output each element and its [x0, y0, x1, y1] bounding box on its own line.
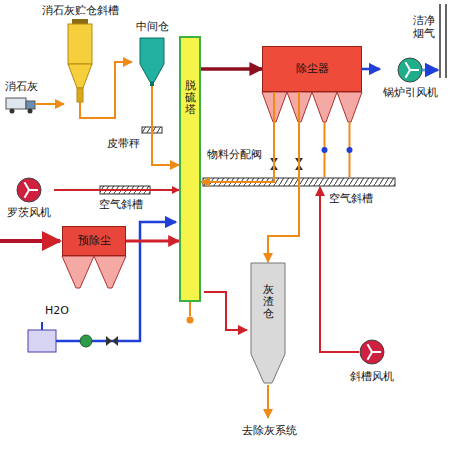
flow-connector — [126, 240, 179, 243]
tower-drain — [187, 317, 194, 324]
node-text: 锅炉引风机 — [383, 86, 438, 100]
air-line — [320, 187, 359, 352]
tower-drain — [189, 302, 191, 316]
water-pump — [80, 335, 92, 347]
pre-dust-hoppers — [62, 256, 126, 288]
flow-connector — [201, 67, 262, 71]
flow-connector — [201, 92, 274, 182]
ash-silo-shape — [250, 262, 286, 384]
flow-connector — [268, 92, 299, 262]
equipment-label: 皮带秤 — [106, 137, 141, 150]
node-text: 脱硫塔 — [185, 80, 196, 116]
air-line — [204, 292, 247, 330]
flow-label: 洁净烟气 — [412, 14, 437, 40]
node-text: 预除尘 — [78, 234, 111, 248]
lime-silo-shape — [36, 4, 124, 102]
material-label: 消石灰 — [4, 80, 39, 93]
lime-truck — [6, 98, 35, 114]
chimney-wall — [439, 4, 441, 78]
equipment-label: 物料分配阀 — [206, 148, 263, 161]
water-line — [41, 322, 43, 330]
equipment-label: 空气斜槽 — [98, 198, 144, 211]
slide-fan: 斜槽风机 — [345, 338, 399, 384]
ash-discharge — [267, 385, 269, 418]
valve-symbol — [347, 147, 353, 153]
node-text: 消石灰贮仓斜槽 — [42, 4, 119, 18]
flow-connector — [362, 68, 380, 71]
equipment-label: 空气斜槽 — [328, 192, 374, 205]
node-text: 灰渣仓 — [263, 284, 274, 320]
lime-silo: 消石灰贮仓斜槽 — [36, 4, 124, 102]
flue-gas-inlet — [0, 239, 60, 243]
roots-blower: 罗茨风机 — [4, 176, 54, 220]
clean-gas-arrow — [422, 69, 438, 72]
intermediate-bin: 中间仓 — [132, 20, 172, 86]
node-text: 斜槽风机 — [350, 370, 394, 384]
node-text: 中间仓 — [136, 20, 169, 34]
water-valve — [106, 336, 118, 346]
dust-collector: 除尘器 — [262, 46, 362, 92]
node-text: 罗茨风机 — [7, 206, 51, 220]
water-tank — [28, 330, 56, 352]
desulfurization-tower: 脱硫塔 — [179, 36, 201, 302]
node-text: 除尘器 — [296, 62, 329, 76]
flow-connector — [54, 189, 179, 191]
ash-silo: 灰渣仓 — [250, 262, 286, 384]
lime-feed-line — [36, 103, 64, 105]
pre-dust-collector: 预除尘 — [62, 226, 126, 256]
valve-symbol — [322, 147, 328, 153]
collector-hoppers — [262, 92, 362, 122]
induced-draft-fan: 锅炉引风机 — [380, 56, 440, 100]
material-label: H2O — [44, 304, 70, 317]
flow-connector — [152, 86, 179, 165]
flow-label: 去除灰系统 — [241, 424, 298, 437]
chimney-wall — [445, 4, 447, 78]
desulfurization-tower-shape — [179, 36, 201, 302]
